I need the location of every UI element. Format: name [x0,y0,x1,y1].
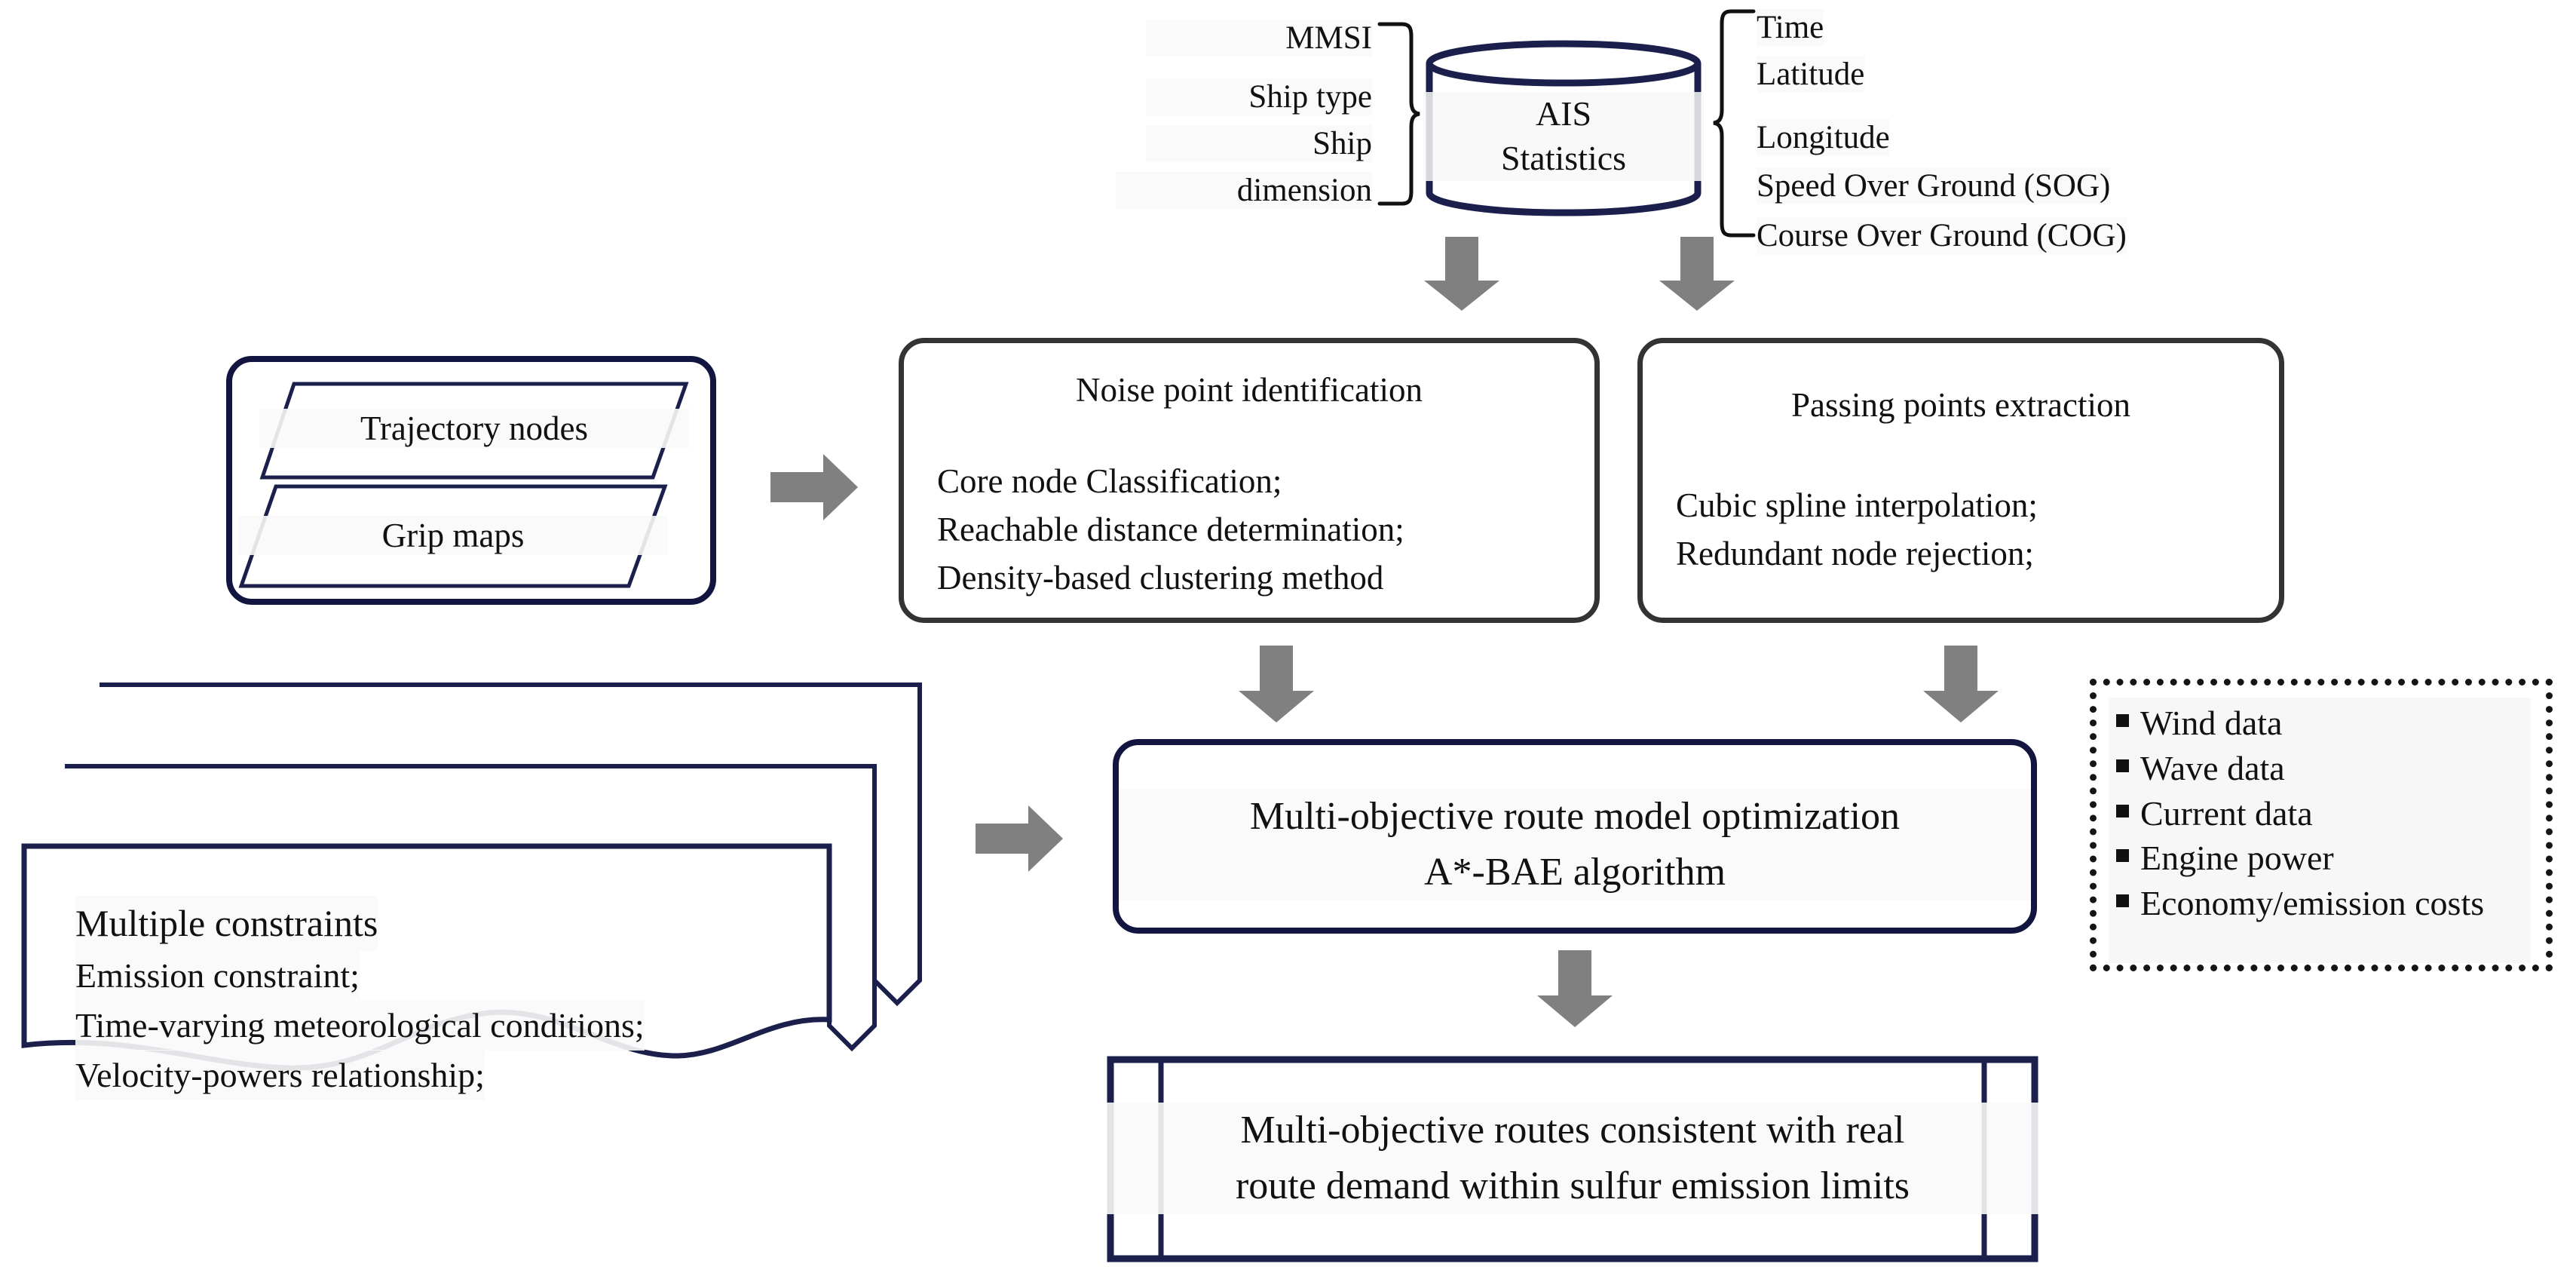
env-item-1: Wave data [2140,748,2285,787]
db-right-field-4: Course Over Ground (COG) [1757,217,2127,254]
passing-box-item-0: Cubic spline interpolation; [1676,486,2038,524]
right-brace-icon [1713,9,1756,238]
right-arrow-icon [770,454,858,520]
noise-box-item-1: Reachable distance determination; [937,511,1404,548]
environment-data-panel: Wind data Wave data Current data Engine … [2090,679,2553,971]
db-left-field-1: Ship type [1146,78,1372,115]
noise-box-item-0: Core node Classification; [937,462,1282,500]
inputs-box: Trajectory nodes Grip maps [226,356,716,605]
env-item-2: Current data [2140,793,2313,833]
inputs-item-0: Trajectory nodes [259,409,689,448]
model-box-text: Multi-objective route model optimization… [1119,789,2031,900]
square-bullet-icon [2116,759,2129,772]
env-item-0: Wind data [2140,704,2283,742]
db-right-field-2: Longitude [1757,119,1890,156]
down-arrow-icon [1923,646,1999,722]
list-item: Wind data [2116,701,2546,746]
list-item: Engine power [2116,836,2546,881]
down-arrow-icon [1424,237,1499,311]
constraints-heading: Multiple constraints [75,896,378,951]
panel-fill [2109,698,2531,963]
noise-box-item-2: Density-based clustering method [937,559,1384,597]
env-item-3: Engine power [2140,839,2334,878]
result-box-text: Multi-objective routes consistent with r… [1107,1103,2038,1214]
down-arrow-icon [1659,237,1735,311]
db-right-field-0: Time [1757,9,1824,46]
db-right-field-1: Latitude [1757,56,1865,93]
square-bullet-icon [2116,894,2129,908]
noise-point-box: Noise point identification Core node Cla… [899,338,1600,623]
square-bullet-icon [2116,804,2129,817]
list-item: Current data [2116,791,2546,836]
list-item: Wave data [2116,746,2546,791]
square-bullet-icon [2116,714,2129,727]
db-left-field-0: MMSI [1146,20,1372,57]
db-right-field-3: Speed Over Ground (SOG) [1757,167,2111,204]
env-item-4: Economy/emission costs [2140,884,2485,923]
down-arrow-icon [1537,950,1613,1027]
model-optimization-box: Multi-objective route model optimization… [1113,739,2037,934]
inputs-item-1: Grip maps [238,516,668,555]
constraints-item-0: Emission constraint; [75,950,360,1002]
db-left-field-3: dimension [1116,172,1372,209]
result-box: Multi-objective routes consistent with r… [1107,1056,2038,1262]
left-brace-icon [1377,22,1420,206]
down-arrow-icon [1239,646,1314,722]
document-stack-icon: Multiple constraints Emission constraint… [15,679,950,1101]
right-arrow-icon [976,805,1063,872]
passing-box-title: Passing points extraction [1791,386,2130,424]
passing-box-item-1: Redundant node rejection; [1676,535,2034,572]
passing-points-box: Passing points extraction Cubic spline i… [1637,338,2284,623]
constraints-item-2: Velocity-powers relationship; [75,1050,485,1101]
list-item: Economy/emission costs [2116,881,2546,926]
environment-data-list: Wind data Wave data Current data Engine … [2116,701,2546,926]
noise-box-title: Noise point identification [1076,371,1423,409]
square-bullet-icon [2116,849,2129,863]
constraints-item-1: Time-varying meteorological conditions; [75,1000,645,1051]
db-left-field-2: Ship [1146,125,1372,162]
